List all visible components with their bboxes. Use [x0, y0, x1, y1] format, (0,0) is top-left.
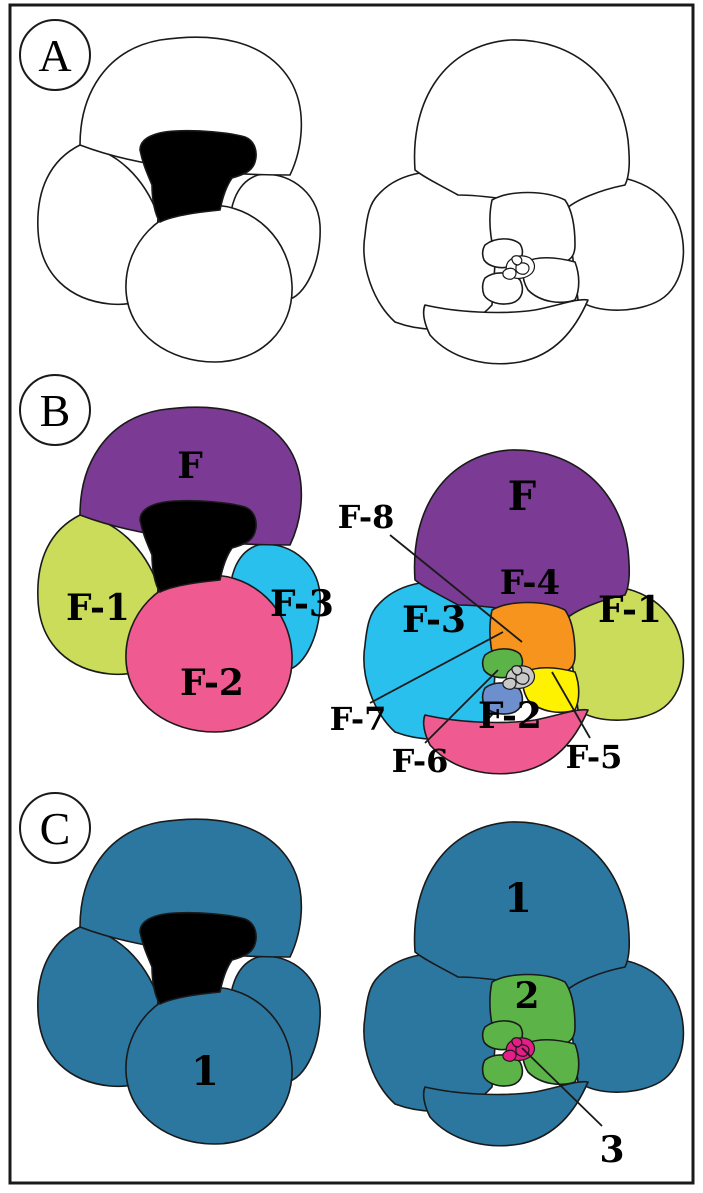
chamber-s5-5: [522, 667, 580, 714]
chamber-s0-3: [413, 39, 631, 211]
label-b-right-f5: F-5: [566, 738, 623, 776]
label-b-right-f3: F-3: [402, 599, 466, 641]
chamber-s2-2: [422, 1080, 589, 1147]
panel-a-umbilical-view: [37, 36, 321, 363]
panel-b-letter: B: [40, 385, 71, 436]
leader-c-3: [521, 1047, 603, 1127]
aperture-4: [139, 129, 257, 223]
label-b-left-f1: F-1: [66, 587, 130, 629]
chamber-c1-1: [37, 926, 159, 1088]
label-c-right-1: 1: [504, 875, 532, 922]
chamber-c2-3: [125, 204, 293, 363]
panel-a: A: [19, 19, 685, 365]
figure-border: [8, 3, 695, 1185]
panel-b-spiral-view: [363, 449, 685, 775]
label-b-right-f6: F-6: [392, 742, 449, 780]
chamber-s8-9: [502, 677, 517, 690]
label-b-right-f: F: [508, 473, 536, 520]
panel-c-spiral-view: [363, 821, 685, 1147]
panel-b: B F F-1 F-2 F-3 F F-1 F-3 F-4 F-2 F-8 F-…: [19, 374, 685, 780]
panel-a-letter-circle: [19, 19, 91, 91]
chamber-s8-11: [511, 665, 523, 676]
leader-f6: [424, 669, 499, 744]
chamber-s8-10: [515, 672, 530, 685]
chamber-c1-1: [37, 514, 159, 676]
chamber-c2-3: [125, 574, 293, 733]
label-b-right-f7: F-7: [330, 700, 387, 738]
label-b-left-f: F: [177, 445, 203, 487]
label-c-right-3: 3: [599, 1129, 624, 1171]
label-b-left-f3: F-3: [270, 583, 334, 625]
aperture-4: [139, 911, 257, 1005]
panel-a-spiral-view: [363, 39, 685, 365]
panel-c: C 1 1 2 3: [19, 792, 685, 1171]
label-c-right-2: 2: [514, 975, 539, 1017]
label-c-left-1: 1: [191, 1048, 219, 1095]
chamber-s8-10: [515, 1044, 530, 1057]
chamber-s8-9: [502, 1049, 517, 1062]
panel-b-umbilical-view: [37, 406, 321, 733]
chamber-s8-11: [511, 1037, 523, 1048]
panel-c-letter: C: [40, 803, 71, 854]
leader-f7: [369, 631, 504, 704]
label-b-right-f4: F-4: [500, 563, 560, 603]
leader-f5: [551, 671, 591, 739]
chamber-s8-10: [515, 262, 530, 275]
panel-c-letter-circle: [19, 792, 91, 864]
chamber-s2-2: [422, 298, 589, 365]
aperture-4: [139, 499, 257, 593]
chamber-s5-5: [522, 257, 580, 304]
chamber-c1-1: [37, 144, 159, 306]
label-b-right-f1: F-1: [598, 589, 662, 631]
leader-f8: [389, 534, 523, 643]
chamber-s2-2: [422, 708, 589, 775]
panel-a-letter: A: [38, 30, 71, 81]
chamber-s8-9: [502, 267, 517, 280]
panel-b-letter-circle: [19, 374, 91, 446]
label-b-right-f2: F-2: [478, 695, 542, 737]
chamber-s0-3: [413, 449, 631, 621]
chamber-s8-11: [511, 255, 523, 266]
chamber-c2-3: [125, 986, 293, 1145]
panel-c-umbilical-view: [37, 818, 321, 1145]
label-b-right-f8: F-8: [338, 498, 395, 536]
label-b-left-f2: F-2: [180, 662, 244, 704]
chamber-s5-5: [522, 1039, 580, 1086]
chamber-s0-3: [413, 821, 631, 993]
